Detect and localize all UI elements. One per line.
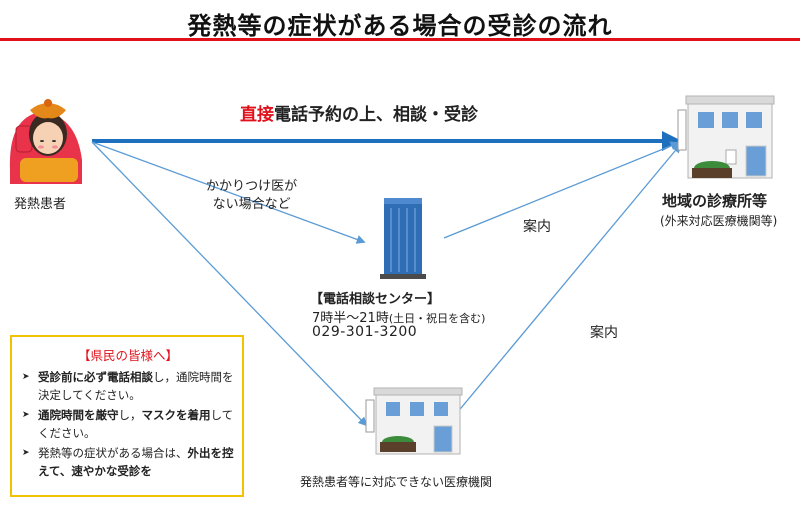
call-center-name: 【電話相談センター】 (310, 292, 441, 307)
notice-item-text: してください。 (38, 408, 234, 440)
clinic-subtitle: (外来対応医療機関等) (660, 214, 778, 228)
notice-box: 【県民の皆様へ】 ➤ 受診前に必ず電話相談し，通院時間を決定してください。 ➤ … (10, 335, 244, 497)
guide-label-hospital: 案内 (590, 325, 618, 341)
center-to-clinic-arrow (443, 141, 680, 239)
no-doctor-note-line2: ない場合など (212, 197, 291, 212)
notice-heading: 【県民の皆様へ】 (77, 348, 178, 363)
patient-to-center-arrow (91, 141, 366, 244)
page-title: 発熱等の症状がある場合の受診の流れ (187, 12, 613, 40)
direct-accent-text: 直接 (240, 105, 274, 125)
direct-route-label: 直接電話予約の上、相談・受診 (240, 100, 478, 125)
guide-label-center: 案内 (523, 219, 551, 235)
notice-item-bold: マスクを着用 (141, 408, 211, 422)
direct-rest-text: 電話予約の上、相談・受診 (274, 105, 478, 125)
arrow-bullet-icon: ➤ (22, 410, 30, 420)
clinic-name: 地域の診療所等 (662, 192, 768, 210)
hospital-to-clinic-arrow (445, 143, 682, 427)
notice-item-text: 発熱等の症状がある場合は、 (38, 446, 188, 460)
clinic-building-icon (677, 95, 775, 179)
notice-item-bold: 受診前に必ず電話相談 (38, 370, 153, 384)
call-center-building-icon (380, 198, 426, 279)
arrow-bullet-icon: ➤ (22, 448, 30, 458)
notice-item-text: し， (118, 408, 142, 422)
notice-item: ➤ 発熱等の症状がある場合は、外出を控えて、速やかな受診を (22, 444, 234, 480)
call-center-hours-main: 7時半～21時 (312, 311, 389, 326)
call-center-hours-note: (土日・祝日を含む) (388, 312, 486, 325)
patient-to-hospital-arrow (91, 141, 368, 427)
notice-item-text: し，通院時間を決定してください。 (38, 370, 234, 402)
hospital-building-icon (365, 387, 463, 455)
notice-item-bold: 通院時間を厳守 (38, 408, 119, 422)
patient-label: 発熱患者 (14, 197, 67, 212)
no-doctor-note-line1: かかりつけ医が (206, 179, 298, 194)
notice-item: ➤ 通院時間を厳守し，マスクを着用してください。 (22, 406, 234, 442)
no-doctor-note: かかりつけ医が ない場合など (206, 178, 297, 214)
arrow-bullet-icon: ➤ (22, 372, 30, 382)
title-rule (0, 38, 800, 41)
call-center-phone: 029-301-3200 (312, 324, 418, 340)
notice-item: ➤ 受診前に必ず電話相談し，通院時間を決定してください。 (22, 368, 234, 404)
hospital-label: 発熱患者等に対応できない医療機関 (300, 475, 493, 489)
patient-illustration (9, 99, 82, 184)
call-center-hours: 7時半～21時(土日・祝日を含む) (312, 307, 485, 326)
notice-item-bold: 外出を控えて、速やかな受診を (38, 446, 234, 478)
